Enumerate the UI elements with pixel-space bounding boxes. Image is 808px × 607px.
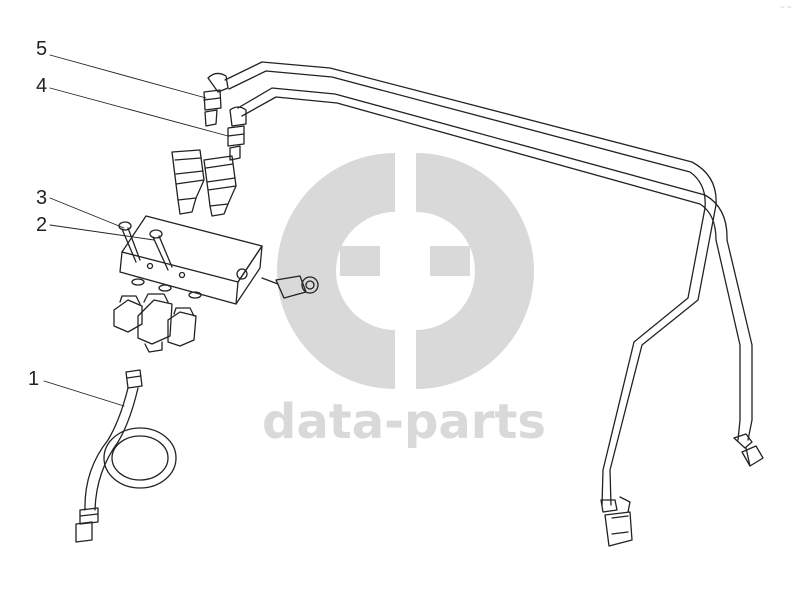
callout-3: 3 [36, 187, 47, 209]
pipe-inner [237, 87, 753, 441]
leader-lines [43, 54, 229, 407]
watermark-logo [277, 153, 534, 389]
leader-1 [43, 380, 125, 407]
watermark-text: data-parts [262, 394, 546, 450]
leader-5 [49, 54, 207, 99]
elbow-fitting-side [261, 275, 319, 299]
fitting-end-right [733, 433, 764, 467]
callout-4: 4 [36, 75, 47, 97]
callout-5: 5 [36, 38, 47, 60]
adapter-right [203, 155, 237, 217]
leader-2 [49, 224, 155, 241]
bolt-2 [149, 229, 173, 271]
callout-2: 2 [36, 214, 47, 236]
manifold-block [119, 215, 263, 305]
leader-4 [49, 87, 229, 137]
callout-1: 1 [28, 368, 39, 390]
pipe-outer [224, 61, 717, 506]
leader-3 [49, 197, 125, 229]
fitting-end-bottom [600, 496, 633, 547]
corner-mark: ~ ~ [780, 3, 792, 12]
hose-1 [75, 369, 177, 543]
bottom-fittings [113, 293, 197, 353]
adapter-left [171, 149, 205, 215]
fitting-5 [203, 72, 229, 127]
hydraulic-assembly [43, 54, 764, 547]
